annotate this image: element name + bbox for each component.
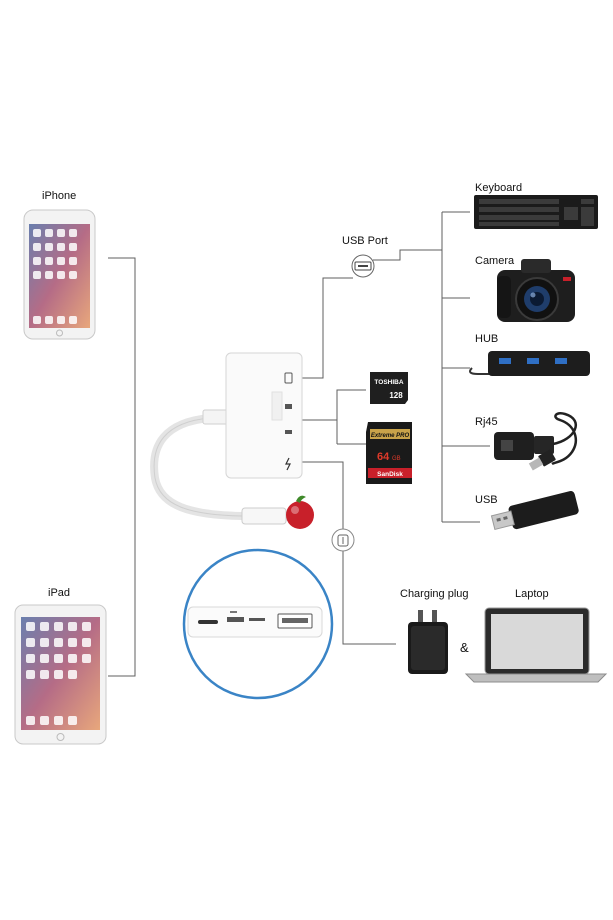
iphone-label: iPhone xyxy=(42,190,77,202)
usb-drive-icon xyxy=(490,491,579,531)
ipad-device xyxy=(14,604,107,745)
usb-label: USB xyxy=(475,494,498,506)
laptop-icon xyxy=(464,607,608,683)
sd-series-text: Extreme PRO xyxy=(371,433,410,439)
usb-port-icon xyxy=(351,254,375,278)
hub-label: HUB xyxy=(475,333,499,345)
connection-lines xyxy=(108,211,490,677)
usb-hub-icon xyxy=(469,351,590,376)
microsd-brand-text: TOSHIBA xyxy=(374,379,403,386)
microsd-card: TOSHIBA 128 xyxy=(370,372,408,404)
apple-icon xyxy=(286,495,314,529)
laptop-label: Laptop xyxy=(515,588,549,600)
adapter-hub xyxy=(150,352,303,525)
usb-port-label: USB Port xyxy=(342,235,388,247)
sd-card: Extreme PRO 64 GB SanDisk xyxy=(366,422,412,484)
rj45-adapter-icon xyxy=(494,412,577,471)
lightning-port-icon xyxy=(331,528,355,552)
sd-capacity-text: 64 xyxy=(377,451,390,463)
rj45-label: Rj45 xyxy=(475,416,498,428)
keyboard-label: Keyboard xyxy=(475,182,523,194)
ipad-label: iPad xyxy=(48,587,71,599)
keyboard-icon xyxy=(474,195,598,229)
sd-unit-text: GB xyxy=(392,456,401,462)
iphone-device xyxy=(23,209,96,340)
charging-plug-label: Charging plug xyxy=(400,588,469,600)
ampersand-label: & xyxy=(460,640,469,655)
sd-brand-text: SanDisk xyxy=(377,471,403,478)
microsd-capacity-text: 128 xyxy=(389,391,403,400)
camera-icon xyxy=(497,259,575,322)
charging-plug-icon xyxy=(408,610,448,674)
camera-label: Camera xyxy=(475,255,515,267)
adapter-ports-zoom xyxy=(182,548,334,700)
